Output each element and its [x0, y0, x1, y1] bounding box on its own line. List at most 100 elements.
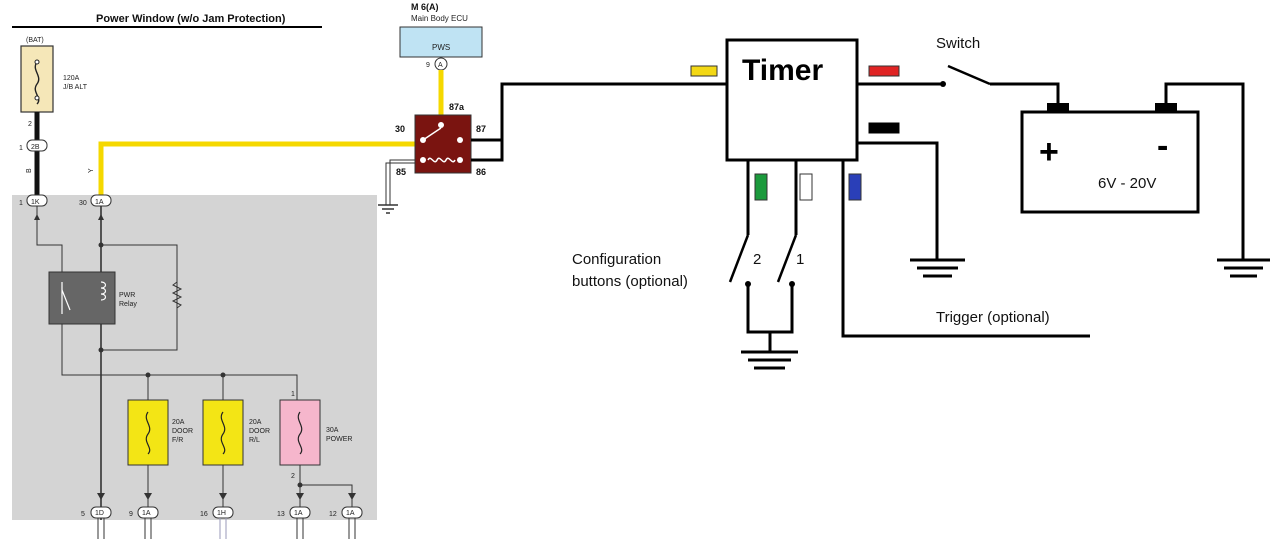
bottom-connector-pin: 12 — [329, 511, 337, 518]
wire-y-label: Y — [88, 168, 95, 173]
wire-y — [98, 141, 415, 200]
button-2-label: 2 — [753, 251, 761, 268]
fuse-door-fr-rating: 20A — [172, 419, 185, 426]
pwr-relay-label-1: PWR — [119, 292, 135, 299]
relay-coil-icon — [427, 157, 456, 163]
fuse-door-rl-sub: R/L — [249, 437, 260, 444]
fuse-120a-pin: 2 — [28, 121, 32, 128]
relay-pin-30: 30 — [395, 124, 405, 134]
bottom-connector-name: 1A — [294, 510, 303, 517]
config-label-1: Configuration — [572, 251, 661, 268]
fuse-power — [279, 399, 321, 466]
bottom-connector-name: 1D — [95, 510, 104, 517]
fuse-120a — [20, 45, 54, 113]
power-window-diagram: Power Window (w/o Jam Protection) (BAT) … — [12, 13, 415, 539]
fuse-power-label: POWER — [326, 436, 352, 443]
battery-negative-terminal — [1155, 103, 1177, 113]
bottom-connector: 9 1A — [129, 506, 159, 519]
connector-2b-pin: 1 — [19, 145, 23, 152]
junction-block-panel — [12, 195, 377, 520]
fuse-power-element-icon — [297, 411, 303, 455]
relay-pin-85: 85 — [396, 167, 406, 177]
fuse-door-rl-rating: 20A — [249, 419, 262, 426]
timer-box — [725, 38, 859, 162]
bat-label: (BAT) — [26, 37, 44, 44]
battery-voltage: 6V - 20V — [1098, 175, 1156, 192]
timer-label: Timer — [742, 54, 823, 87]
config-label-2: buttons (optional) — [572, 273, 688, 290]
timer-diagram: Timer Switch + - 6V - 20V — [572, 35, 1270, 370]
battery-positive-terminal — [1047, 103, 1069, 113]
tab-blue — [848, 173, 862, 201]
bottom-connector: 12 1A — [329, 506, 363, 519]
relay-ground-icon — [378, 204, 398, 214]
fuse-120a-location: J/B ALT — [63, 84, 88, 91]
tab-black — [868, 122, 900, 134]
fuse-power-pin-top: 1 — [291, 391, 295, 398]
bottom-connector: 5 1D — [81, 506, 112, 519]
automotive-relay: 87a 30 87 85 86 — [378, 102, 486, 214]
bottom-connector-pin: 9 — [129, 511, 133, 518]
trigger-label: Trigger (optional) — [936, 309, 1050, 326]
main-body-ecu: M 6(A) Main Body ECU PWS 9 A — [399, 2, 483, 118]
bottom-connector-pin: 13 — [277, 511, 285, 518]
switch-lever-icon — [947, 64, 991, 86]
fuse-power-rating: 30A — [326, 427, 339, 434]
trigger-wire — [841, 160, 1090, 338]
relay-contact-icon — [422, 127, 442, 141]
battery-minus-icon: - — [1157, 127, 1168, 165]
connector-1a-top-pin: 30 — [79, 200, 87, 207]
ecu-name: Main Body ECU — [411, 14, 468, 23]
fuse-door-fr — [127, 399, 169, 466]
relay-pin-87: 87 — [476, 124, 486, 134]
relay-pin-87a: 87a — [449, 102, 465, 112]
fuse-door-rl-element-icon — [220, 411, 226, 455]
bottom-connector-pin: 5 — [81, 511, 85, 518]
button-1-switch-icon — [776, 234, 798, 283]
resistor-icon — [171, 281, 183, 309]
tab-white — [799, 173, 813, 201]
battery-ground-icon — [1217, 258, 1270, 278]
bottom-connector-name: 1A — [142, 510, 151, 517]
button-2-switch-icon — [728, 234, 750, 283]
fuse-door-rl — [202, 399, 244, 466]
bottom-connector-name: 1A — [346, 510, 355, 517]
ecu-connector-label: A — [438, 62, 443, 69]
battery-plus-icon: + — [1039, 133, 1059, 171]
relay-to-timer-wire — [471, 82, 727, 162]
tab-green — [754, 173, 768, 201]
diagram-title: Power Window (w/o Jam Protection) — [96, 13, 286, 25]
connector-1k-pin: 1 — [19, 200, 23, 207]
relay-pin-86: 86 — [476, 167, 486, 177]
ecu-pin: 9 — [426, 62, 430, 69]
bottom-connector: 13 1A — [277, 506, 311, 519]
bottom-connector-pin: 16 — [200, 511, 208, 518]
fuse-door-rl-label: DOOR — [249, 428, 270, 435]
pwr-relay-label-2: Relay — [119, 301, 137, 308]
ecu-code: M 6(A) — [411, 2, 439, 12]
fuse-120a-rating: 120A — [63, 75, 80, 82]
fuse-door-fr-sub: F/R — [172, 437, 183, 444]
fuse-door-fr-element-icon — [145, 411, 151, 455]
connector-1a-top-label: 1A — [95, 199, 104, 206]
ecu-pws-box — [399, 26, 483, 58]
pwr-relay — [48, 271, 116, 325]
bottom-connector-name: 1H — [217, 510, 226, 517]
battery — [1020, 110, 1200, 214]
switch-label: Switch — [936, 35, 980, 52]
fuse-door-fr-label: DOOR — [172, 428, 193, 435]
connector-2b — [26, 139, 48, 152]
button-1-label: 1 — [796, 251, 804, 268]
connector-1k-label: 1K — [31, 199, 40, 206]
bottom-connector: 16 1H — [200, 506, 234, 519]
relay-contact-icon — [61, 289, 71, 311]
timer-ground-icon — [910, 258, 965, 278]
connector-2b-label: 2B — [31, 144, 40, 151]
tab-red — [868, 65, 900, 77]
wire-b-label: B — [26, 168, 33, 173]
config-ground-icon — [741, 350, 798, 370]
tab-yellow — [690, 65, 718, 77]
relay-coil-icon — [100, 281, 107, 301]
fuse-power-pin-bottom: 2 — [291, 473, 295, 480]
